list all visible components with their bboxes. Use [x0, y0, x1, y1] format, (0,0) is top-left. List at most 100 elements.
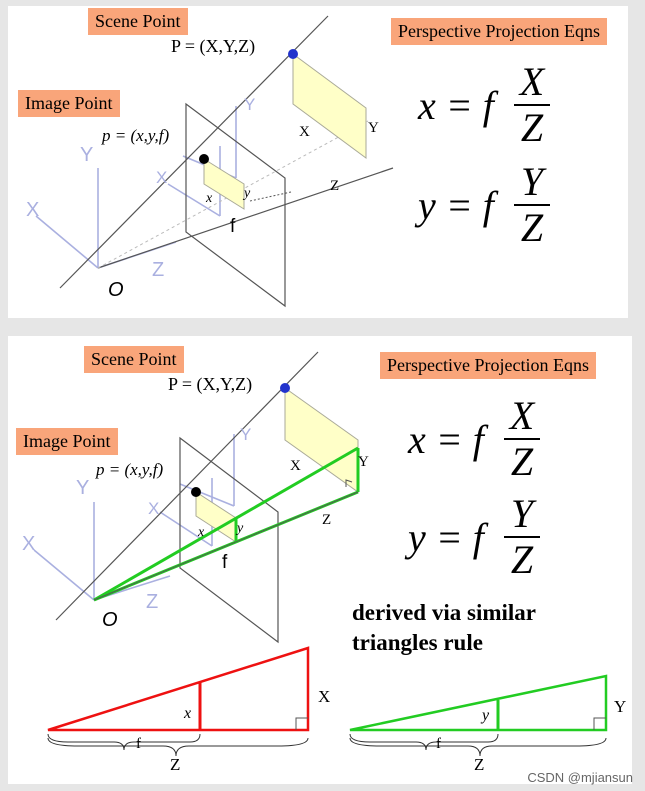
focal-label: f: [230, 216, 236, 237]
equation-y-lhs: y = f: [408, 515, 484, 560]
scene-y-label: Y: [358, 454, 369, 470]
green-ray-top: [93, 446, 359, 602]
scene-point-dot: [288, 49, 298, 59]
scene-point-tag: Scene Point: [88, 8, 188, 35]
green-f-brace: [349, 733, 499, 751]
red-f-label: f: [136, 736, 141, 752]
fraction-bar: [504, 536, 540, 538]
red-f-brace: [47, 733, 201, 751]
axis-z-label: Z: [146, 591, 158, 613]
image-axis-x-line: [167, 183, 221, 217]
equation-y: y = f Y Z: [408, 492, 568, 592]
image-y-label: y: [242, 186, 251, 201]
image-point-label: p = (x,y,f): [96, 460, 164, 479]
scene-x-label: X: [299, 124, 310, 140]
image-plane: [179, 436, 279, 644]
green-inner-label: y: [480, 707, 490, 724]
green-right-angle: [593, 717, 606, 730]
image-point-dot: [199, 154, 209, 164]
bottom-projection-diagram: O f X Y Z x y X Y Z X Y x X f Z: [22, 351, 626, 774]
scene-point-dot: [280, 383, 290, 393]
image-point-tag: Image Point: [18, 90, 120, 117]
equation-y-numerator: Y: [520, 159, 544, 204]
equation-y: y = f Y Z: [418, 160, 578, 260]
image-plane: [185, 102, 286, 308]
scene-x-label: X: [290, 458, 301, 474]
red-triangle: x X f Z: [47, 646, 330, 774]
scene-point-tag: Scene Point: [84, 346, 184, 373]
focal-label: f: [222, 552, 228, 573]
derivation-note-line2: triangles rule: [352, 630, 483, 655]
optical-ray-line: [55, 351, 319, 621]
equation-x-denominator: Z: [520, 105, 544, 150]
image-point-tag: Image Point: [16, 428, 118, 455]
bottom-diagram-panel: O f X Y Z x y X Y Z X Y x X f Z: [8, 336, 632, 784]
green-z-label: Z: [474, 755, 484, 774]
derivation-note-line1: derived via similar: [352, 600, 536, 625]
equation-x-fraction: X Z: [512, 60, 552, 150]
equation-x: x = f X Z: [408, 394, 568, 494]
origin-label: O: [102, 609, 118, 631]
red-z-brace: [47, 737, 309, 757]
equation-x-numerator: X: [519, 59, 545, 104]
equation-x-lhs: x = f: [408, 417, 484, 462]
equation-y-fraction: Y Z: [512, 160, 552, 250]
z-dash: [249, 191, 292, 202]
axis-z-label: Z: [152, 259, 164, 281]
equation-x-lhs: x = f: [418, 83, 494, 128]
top-diagram-panel: O f X Y Z x y X Y Z X Y Scene Point Imag…: [8, 6, 628, 318]
equation-x: x = f X Z: [418, 60, 578, 160]
green-triangle-outline: [349, 674, 608, 732]
axis-x-label: X: [26, 199, 39, 221]
equation-y-denominator: Z: [510, 537, 534, 582]
axis-x-label: X: [22, 533, 35, 555]
image-point-label: p = (x,y,f): [102, 126, 170, 145]
equation-x-numerator: X: [509, 393, 535, 438]
equation-y-fraction: Y Z: [502, 492, 542, 582]
equation-y-denominator: Z: [520, 205, 544, 250]
green-f-label: f: [436, 736, 441, 752]
axis-x-line: [35, 215, 99, 269]
red-triangle-outline: [47, 646, 310, 732]
image-axis-x2-line: [179, 483, 235, 507]
axis-x-small-label: X: [156, 168, 167, 187]
red-outer-label: X: [318, 687, 330, 706]
image-x-label: x: [197, 525, 205, 540]
top-projection-diagram: O f X Y Z x y X Y Z X Y: [26, 15, 394, 308]
image-y-label: y: [235, 521, 244, 536]
image-axis-x-line: [159, 511, 213, 547]
scene-rect: [292, 53, 367, 159]
red-inner-label: x: [183, 705, 191, 722]
fraction-bar: [514, 104, 550, 106]
scene-z-label: Z: [322, 512, 331, 528]
equation-y-lhs: y = f: [418, 183, 494, 228]
projection-tag: Perspective Projection Eqns: [391, 18, 607, 45]
red-right-angle: [295, 717, 308, 730]
projection-tag: Perspective Projection Eqns: [380, 352, 596, 379]
red-z-label: Z: [170, 755, 180, 774]
axis-y-label: Y: [80, 144, 93, 166]
axis-y-small-label: Y: [244, 95, 255, 114]
derivation-note: derived via similar triangles rule: [352, 598, 536, 658]
z-axis-line: [97, 167, 394, 269]
equation-x-denominator: Z: [510, 439, 534, 484]
axis-x-small-label: X: [148, 499, 159, 518]
z-axis-line: [93, 491, 359, 601]
scene-y-label: Y: [368, 120, 379, 136]
optical-ray-line: [59, 15, 329, 289]
axis-y-label: Y: [76, 477, 89, 499]
scene-point-label: P = (X,Y,Z): [171, 36, 256, 56]
right-angle-mark: [345, 479, 353, 487]
green-triangle: y Y f Z: [349, 674, 626, 774]
axis-y-small-label: Y: [240, 425, 251, 444]
watermark: CSDN @mjiansun: [527, 770, 633, 785]
origin-label: O: [108, 279, 124, 301]
axis-x-line: [33, 549, 95, 601]
image-rect: [203, 158, 245, 210]
image-x-label: x: [205, 191, 213, 206]
equation-x-fraction: X Z: [502, 394, 542, 484]
green-z-brace: [349, 737, 607, 757]
equation-y-numerator: Y: [510, 491, 534, 536]
image-point-dot: [191, 487, 201, 497]
fraction-bar: [504, 438, 540, 440]
